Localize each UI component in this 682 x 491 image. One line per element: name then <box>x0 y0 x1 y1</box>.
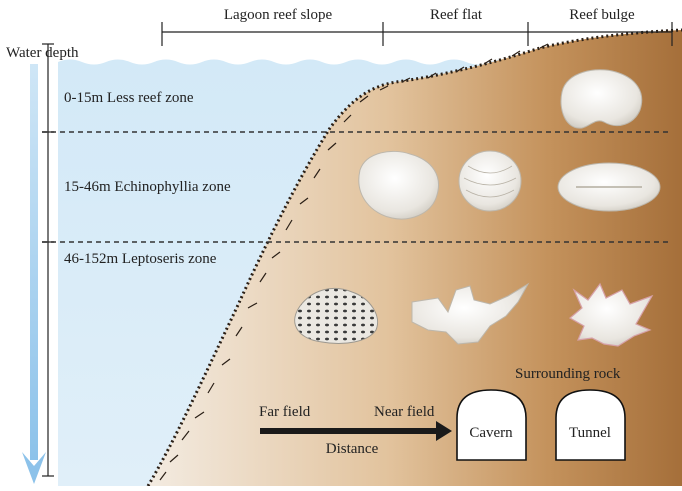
coral-specimen-3 <box>459 151 521 211</box>
header-reef-bulge: Reef bulge <box>569 7 635 23</box>
tunnel-label: Tunnel <box>569 425 611 441</box>
depth-arrow-shaft <box>30 64 38 460</box>
zone-label-echinophyllia: 15-46m Echinophyllia zone <box>64 179 231 195</box>
water-depth-label: Water depth <box>6 45 79 61</box>
zone-label-less-reef: 0-15m Less reef zone <box>64 90 194 106</box>
distance-label: Distance <box>326 441 379 457</box>
far-field-label: Far field <box>259 404 311 420</box>
near-field-label: Near field <box>374 404 435 420</box>
zone-label-leptoseris: 46-152m Leptoseris zone <box>64 251 217 267</box>
distance-arrow-shaft <box>260 428 438 434</box>
depth-scale <box>42 44 54 476</box>
header-reef-flat: Reef flat <box>430 7 483 23</box>
cavern-label: Cavern <box>469 425 513 441</box>
header-lagoon-reef-slope: Lagoon reef slope <box>224 7 333 23</box>
surrounding-rock-label: Surrounding rock <box>515 366 621 382</box>
coral-specimen-1 <box>561 70 642 128</box>
